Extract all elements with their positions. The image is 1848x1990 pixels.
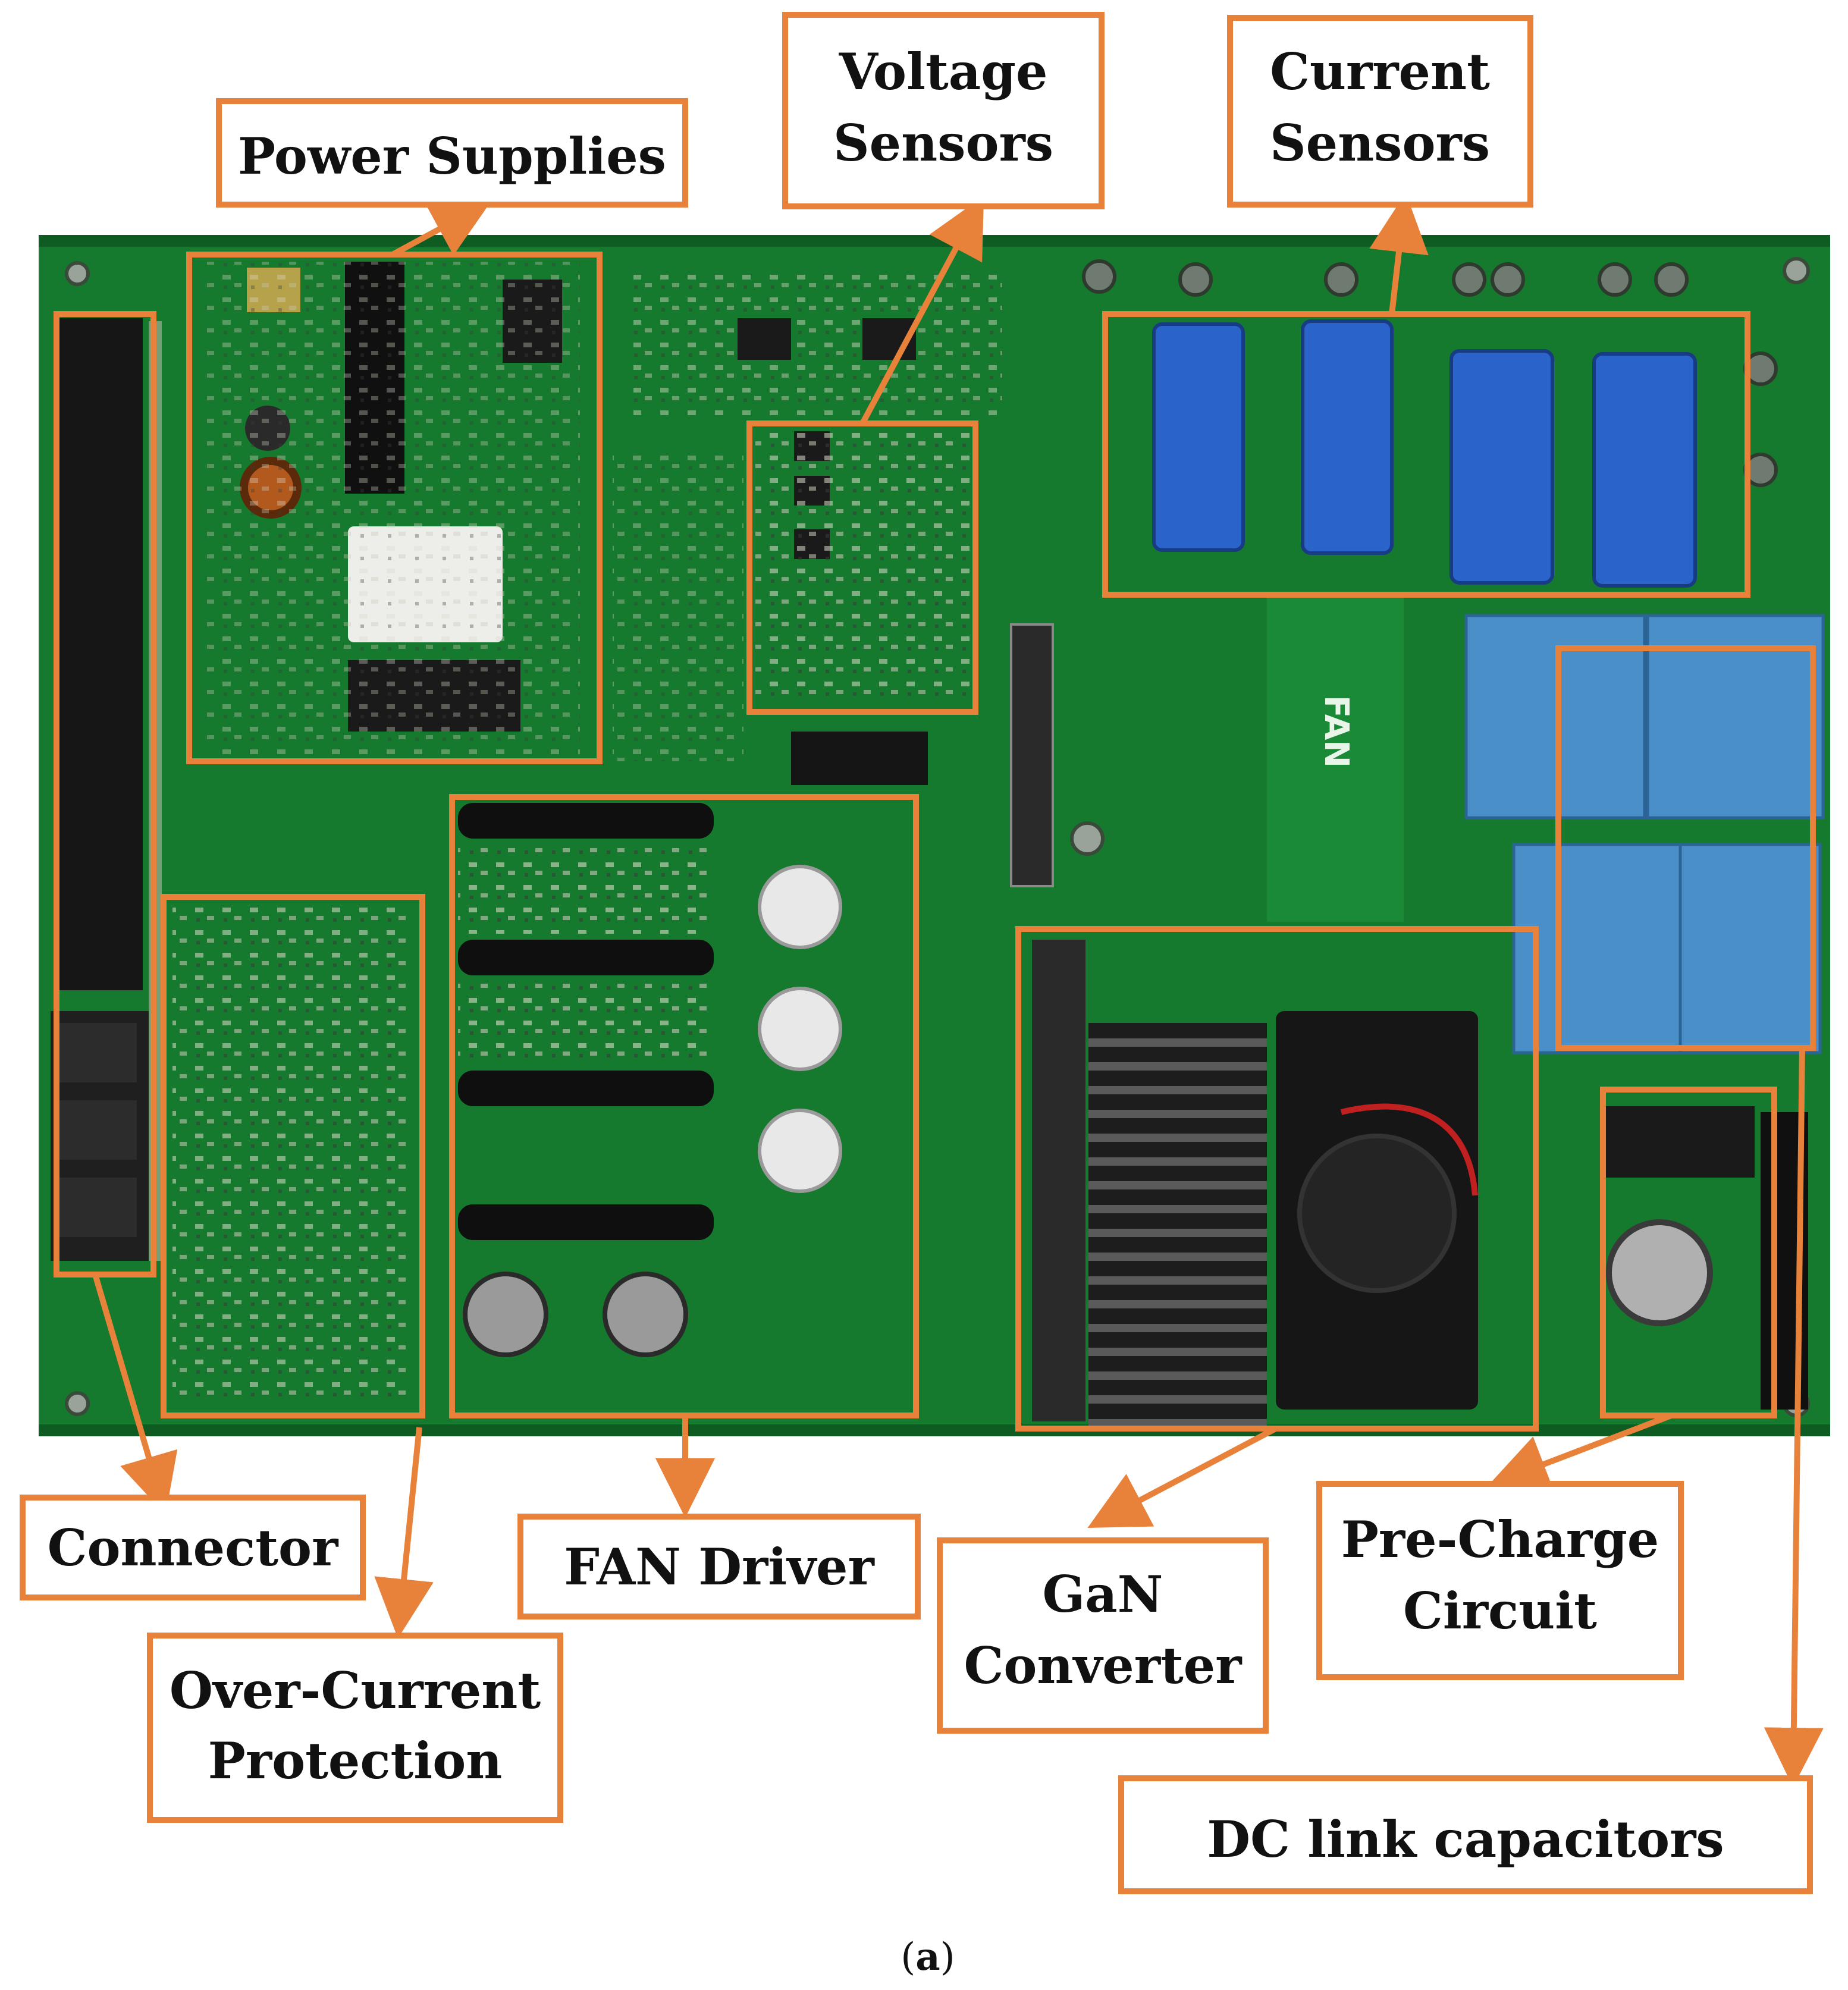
arrow-gan-converter — [1087, 1426, 1278, 1528]
sensor-ics — [613, 268, 1002, 785]
label-current-sensors: Current Sensors — [1227, 15, 1533, 208]
pcb-photo: FAN — [39, 235, 1830, 1436]
arrow-dc-link — [1764, 1047, 1824, 1787]
label-fan-driver-text: FAN Driver — [564, 1537, 875, 1596]
label-connector: Connector — [20, 1495, 366, 1600]
label-voltage-sensors: Voltage Sensors — [782, 12, 1105, 209]
label-voltage-sensors-line1: Voltage — [839, 42, 1048, 101]
arrow-current-sensors — [1369, 193, 1429, 315]
label-fan-driver: FAN Driver — [517, 1514, 921, 1619]
current-sensor-modules — [1152, 319, 1697, 588]
label-voltage-sensors-line2: Sensors — [833, 114, 1053, 172]
label-pre-charge: Pre-Charge Circuit — [1316, 1481, 1684, 1680]
gan-converter-components — [1032, 940, 1478, 1427]
arrow-connector — [92, 1273, 178, 1515]
current-sensors-highlight — [1102, 311, 1750, 598]
label-power-supplies: Power Supplies — [216, 98, 688, 208]
label-gan-converter-line1: GaN — [1043, 1565, 1163, 1624]
label-over-current: Over-Current Protection — [147, 1633, 563, 1823]
caption-close-paren: ) — [940, 1935, 955, 1979]
power-supply-components — [205, 262, 580, 755]
label-current-sensors-line1: Current — [1270, 42, 1490, 101]
figure-caption: (a) — [901, 1935, 955, 1979]
pre-charge-highlight — [1600, 1087, 1777, 1418]
caption-letter: a — [915, 1935, 940, 1979]
label-dc-link-text: DC link capacitors — [1207, 1810, 1724, 1869]
connector-highlight — [54, 311, 156, 1278]
label-gan-converter-line2: Converter — [964, 1636, 1243, 1695]
label-dc-link: DC link capacitors — [1118, 1775, 1813, 1894]
arrow-power-supplies — [391, 200, 492, 258]
arrow-pre-charge — [1488, 1413, 1673, 1492]
gan-converter-highlight — [1015, 926, 1539, 1432]
callout-arrows — [92, 193, 1824, 1787]
terminal-posts — [1082, 259, 1778, 487]
fan-driver-components — [458, 803, 842, 1357]
label-pre-charge-line2: Circuit — [1403, 1581, 1597, 1640]
board-to-board-connector — [1010, 623, 1054, 887]
fan-silkscreen-area: FAN — [1267, 595, 1404, 922]
arrow-over-current — [374, 1427, 434, 1639]
label-gan-converter: GaN Converter — [937, 1537, 1269, 1734]
label-over-current-line1: Over-Current — [170, 1661, 541, 1720]
over-current-highlight — [161, 894, 425, 1418]
label-connector-text: Connector — [48, 1518, 339, 1577]
fan-silkscreen-label: FAN — [1317, 695, 1356, 768]
label-pre-charge-line1: Pre-Charge — [1341, 1510, 1659, 1569]
label-power-supplies-text: Power Supplies — [238, 127, 666, 186]
arrow-voltage-sensors — [859, 196, 984, 425]
label-over-current-line2: Protection — [208, 1731, 503, 1790]
dc-link-highlight — [1555, 645, 1816, 1051]
label-current-sensors-line2: Sensors — [1270, 114, 1490, 172]
caption-open-paren: ( — [901, 1935, 915, 1979]
over-current-components — [172, 904, 413, 1398]
